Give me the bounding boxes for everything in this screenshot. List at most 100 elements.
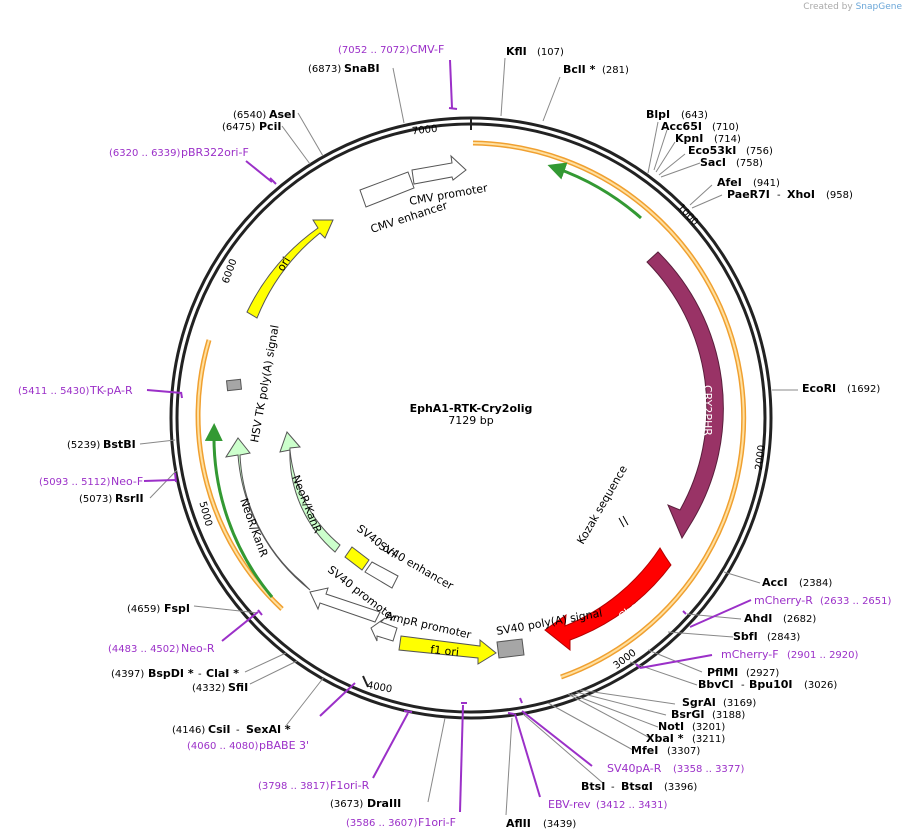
enzyme-rsrii[interactable]: RsrII [115, 492, 144, 505]
enzyme-paer7i[interactable]: PaeR7I [727, 188, 770, 201]
enzyme-bbvci[interactable]: BbvCI [698, 678, 734, 691]
enzyme-blpi[interactable]: BlpI [646, 108, 670, 121]
svg-text:(3396): (3396) [664, 782, 697, 793]
feature-cmv-enhancer[interactable] [359, 171, 415, 208]
enzyme-csii[interactable]: CsiI [208, 723, 230, 736]
enzyme-fspi[interactable]: FspI [164, 602, 190, 615]
feature-mcherry[interactable] [544, 547, 672, 652]
svg-text:(3188): (3188) [712, 710, 745, 721]
enzyme-xbai[interactable]: XbaI * [646, 732, 684, 745]
primer-cmv-f[interactable]: CMV-F [410, 43, 444, 56]
svg-text:(4397): (4397) [111, 669, 144, 680]
enzyme-aflii[interactable]: AflII [506, 817, 531, 830]
feature-neor-outer[interactable] [224, 437, 311, 591]
feature-ampr-promoter[interactable] [370, 617, 398, 642]
svg-text:(7052 .. 7072): (7052 .. 7072) [338, 45, 410, 56]
svg-text:-: - [777, 190, 781, 201]
enzyme-acci[interactable]: AccI [762, 576, 788, 589]
feature-hsv-tk-polya[interactable] [225, 378, 243, 392]
orf-arcs [195, 140, 747, 680]
enzyme-xhoi[interactable]: XhoI [787, 188, 815, 201]
enzyme-draiii[interactable]: DraIII [367, 797, 401, 810]
feature-sv40-ori[interactable] [344, 546, 370, 571]
feature-f1-ori[interactable] [398, 635, 497, 665]
primer-tk-pa-r[interactable]: TK-pA-R [89, 384, 133, 397]
svg-text:(4483 .. 4502): (4483 .. 4502) [108, 644, 180, 655]
primer-mcherry-f[interactable]: mCherry-F [721, 648, 779, 661]
enzyme-sexai[interactable]: SexAI * [246, 723, 291, 736]
feature-ori[interactable] [246, 219, 334, 319]
enzyme-snabi[interactable]: SnaBI [344, 62, 380, 75]
svg-text:(3439): (3439) [543, 819, 576, 830]
svg-text:(958): (958) [826, 190, 853, 201]
enzyme-pflmi[interactable]: PflMI [707, 666, 738, 679]
svg-text:(2682): (2682) [783, 614, 816, 625]
enzyme-sgrai[interactable]: SgrAI [682, 696, 716, 709]
svg-text:(3412 .. 3431): (3412 .. 3431) [596, 800, 668, 811]
svg-text:-: - [236, 725, 240, 736]
snapgene-credit: Created by SnapGene [803, 2, 902, 12]
enzyme-kfli[interactable]: KflI [506, 45, 527, 58]
svg-text:(5239): (5239) [67, 440, 100, 451]
feature-neor-inner[interactable] [279, 431, 341, 553]
enzyme-btsi[interactable]: BtsI [581, 780, 605, 793]
green-arc-left [204, 423, 274, 598]
enzyme-btsalphai[interactable]: BtsαI [621, 780, 653, 793]
enzyme-afei[interactable]: AfeI [717, 176, 742, 189]
svg-text:(3798 .. 3817): (3798 .. 3817) [258, 781, 330, 792]
enzyme-sbfi[interactable]: SbfI [733, 630, 758, 643]
primer-neo-f[interactable]: Neo-F [111, 475, 143, 488]
enzyme-ecori[interactable]: EcoRI [802, 382, 836, 395]
enzyme-clai[interactable]: ClaI * [206, 667, 239, 680]
primer-marks [143, 59, 752, 813]
feature-cmv-promoter[interactable] [411, 154, 467, 185]
enzyme-noti[interactable]: NotI [658, 720, 684, 733]
plasmid-length: 7129 bp [448, 414, 493, 427]
svg-text:(643): (643) [681, 110, 708, 121]
svg-text:(2927): (2927) [746, 668, 779, 679]
svg-text:(1692): (1692) [847, 384, 880, 395]
enzyme-sfii[interactable]: SfiI [228, 681, 248, 694]
feature-kozak-label: Kozak sequence [574, 463, 630, 547]
feature-hsv-tk-polya-label: HSV TK poly(A) signal [248, 324, 281, 444]
feature-sv40-polya[interactable] [496, 638, 525, 659]
feature-cry2phr[interactable] [646, 251, 724, 540]
primer-pbr322ori-f[interactable]: pBR322ori-F [181, 146, 249, 159]
enzyme-saci[interactable]: SacI [700, 156, 726, 169]
primer-sv40pa-r[interactable]: SV40pA-R [607, 762, 662, 775]
enzyme-bsrgi[interactable]: BsrGI [671, 708, 704, 721]
primer-mcherry-r[interactable]: mCherry-R [754, 594, 813, 607]
svg-text:(6540): (6540) [233, 110, 266, 121]
primer-f1ori-r[interactable]: F1ori-R [330, 779, 370, 792]
tick-7000: 7000 [412, 124, 438, 138]
green-arc-top [547, 162, 642, 220]
primer-f1ori-f[interactable]: F1ori-F [418, 816, 456, 829]
enzyme-bcli[interactable]: BclI * [563, 63, 596, 76]
enzyme-asei[interactable]: AseI [269, 108, 296, 121]
enzyme-bstbi[interactable]: BstBI [103, 438, 136, 451]
enzyme-bpu10i[interactable]: Bpu10I [749, 678, 793, 691]
svg-text:(107): (107) [537, 47, 564, 58]
enzyme-ahdi[interactable]: AhdI [744, 612, 772, 625]
tick-4000: 4000 [366, 680, 393, 695]
primer-pbabe-3[interactable]: pBABE 3' [259, 739, 309, 752]
svg-text:(3169): (3169) [723, 698, 756, 709]
enzyme-mfei[interactable]: MfeI [631, 744, 658, 757]
enzyme-kpni[interactable]: KpnI [675, 132, 703, 145]
enzyme-acc65i[interactable]: Acc65I [661, 120, 702, 133]
svg-text:(4060 .. 4080): (4060 .. 4080) [187, 741, 259, 752]
feature-sv40-enhancer[interactable] [364, 561, 399, 589]
svg-text:(3026): (3026) [804, 680, 837, 691]
svg-text:(941): (941) [753, 178, 780, 189]
feature-sv40-promoter[interactable] [309, 587, 381, 623]
enzyme-labels: KflI (107) BclI * (281) BlpI (643) Acc65… [67, 45, 880, 830]
svg-text:(3201): (3201) [692, 722, 725, 733]
svg-text:(4332): (4332) [192, 683, 225, 694]
svg-text:(2843): (2843) [767, 632, 800, 643]
enzyme-pcii[interactable]: PciI [259, 120, 281, 133]
enzyme-eco53ki[interactable]: Eco53kI [688, 144, 736, 157]
primer-neo-r[interactable]: Neo-R [181, 642, 215, 655]
enzyme-bspdi[interactable]: BspDI * [148, 667, 194, 680]
primer-ebv-rev[interactable]: EBV-rev [548, 798, 591, 811]
